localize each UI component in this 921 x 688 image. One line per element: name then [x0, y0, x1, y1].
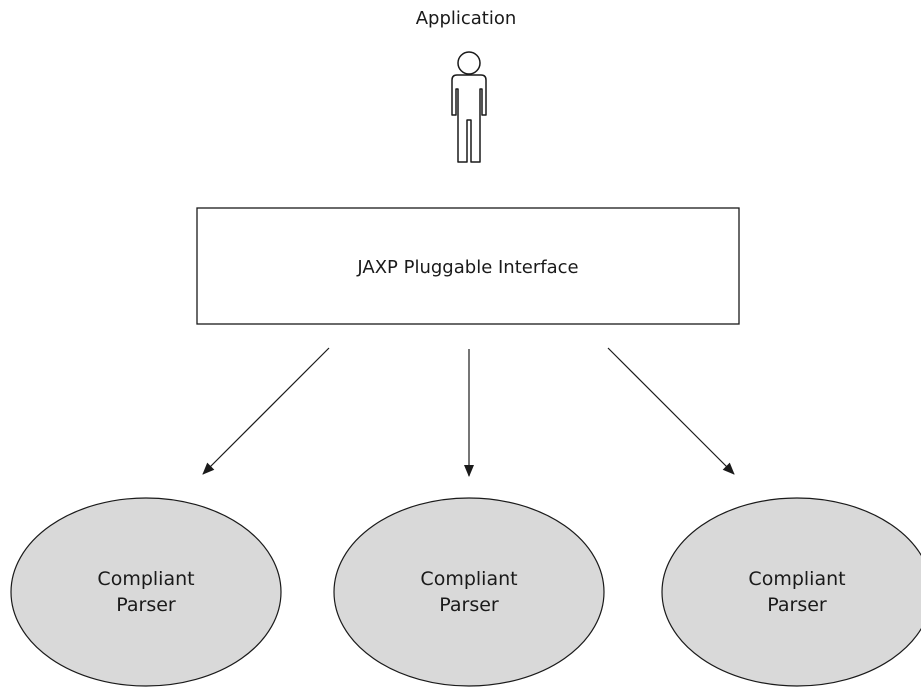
- compliant-parser-node: Compliant Parser: [10, 497, 282, 687]
- person-icon: [451, 51, 487, 163]
- parser-label-line1: Compliant: [97, 568, 194, 590]
- interface-box-label: JAXP Pluggable Interface: [356, 257, 578, 278]
- parser-label-line2: Parser: [116, 594, 176, 616]
- arrow-to-parser-left: [202, 347, 330, 475]
- parser-label-line1: Compliant: [420, 568, 517, 590]
- parser-label-line2: Parser: [439, 594, 499, 616]
- compliant-parser-node: Compliant Parser: [333, 497, 605, 687]
- jaxp-pluggable-interface-box: JAXP Pluggable Interface: [196, 207, 740, 325]
- arrow-to-parser-right: [607, 347, 735, 475]
- application-label: Application: [416, 8, 517, 29]
- compliant-parser-node: Compliant Parser: [661, 497, 921, 687]
- parser-label-line1: Compliant: [748, 568, 845, 590]
- parser-label-line2: Parser: [767, 594, 827, 616]
